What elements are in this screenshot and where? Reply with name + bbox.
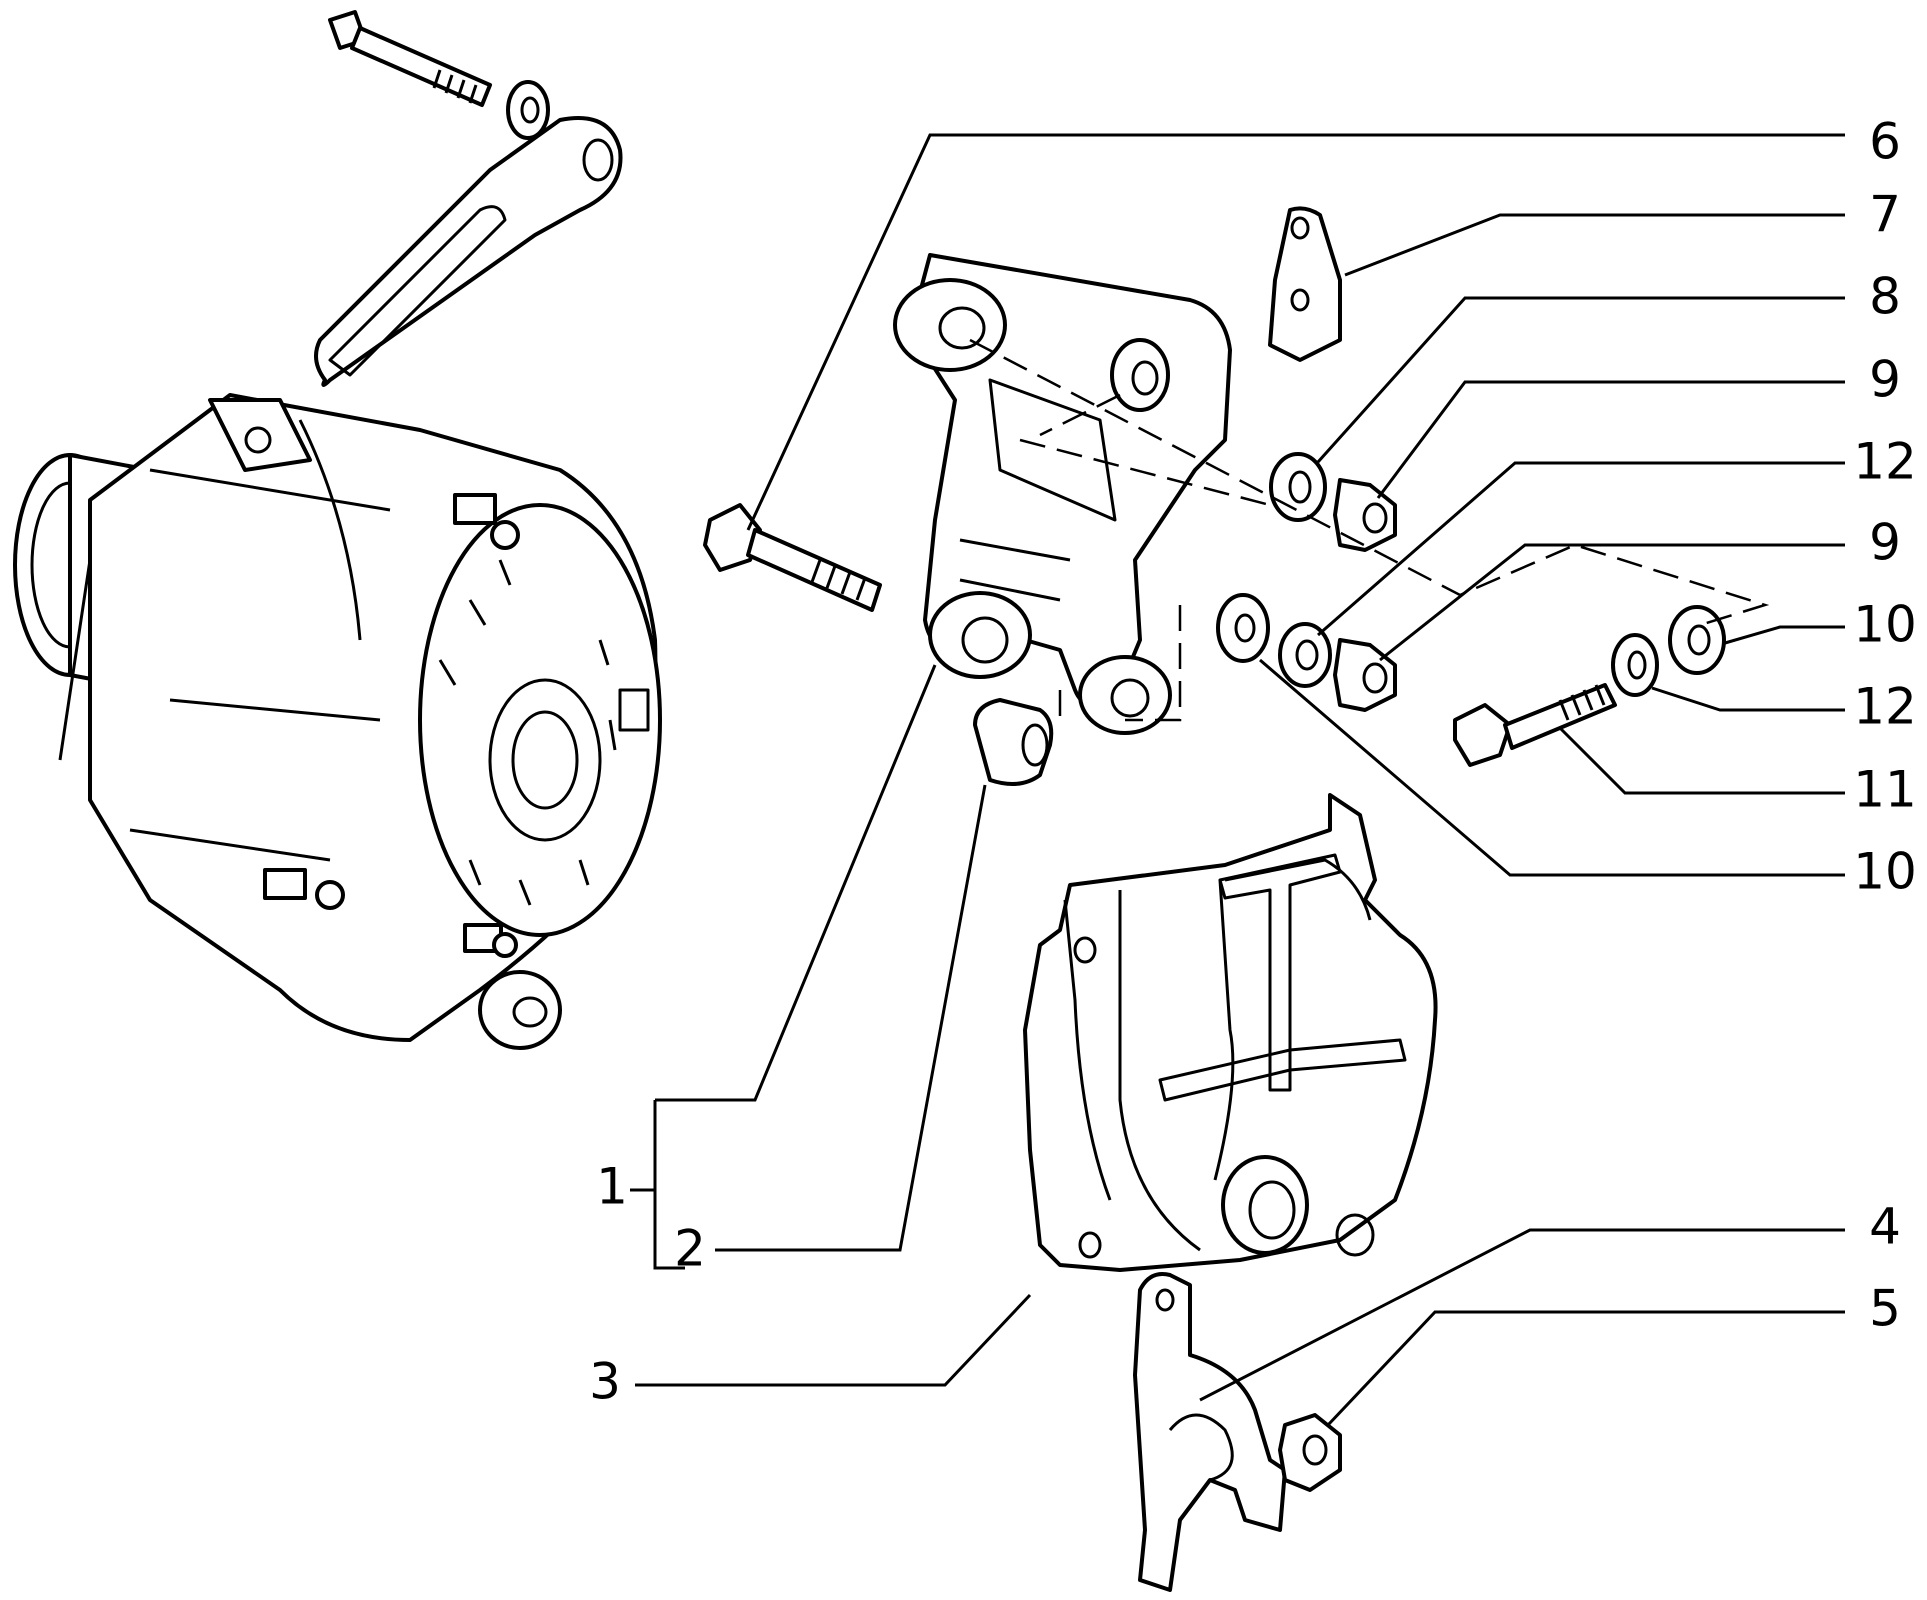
flat-washer-10-right: [1668, 605, 1726, 675]
terminal-stud-bottom: [263, 868, 345, 910]
callout-12-upper: 12: [1853, 433, 1917, 491]
callout-labels: 6 7 8 9 12 9 10 12 11 10 4 5 1 2 3: [589, 113, 1917, 1411]
callout-5: 5: [1869, 1280, 1901, 1338]
assembly-dashed-lines: [969, 338, 1770, 725]
leader-lines: [630, 133, 1845, 1427]
adjuster-washer-top: [506, 80, 550, 140]
callout-11: 11: [1853, 761, 1917, 819]
bolt-6: [703, 503, 882, 612]
callout-9-lower: 9: [1869, 514, 1901, 572]
terminal-stud-top: [453, 493, 520, 550]
callout-1: 1: [596, 1158, 628, 1216]
belt-cover: [1023, 793, 1438, 1272]
adjuster-bolt-top: [328, 10, 492, 107]
callout-8: 8: [1869, 268, 1901, 326]
callout-12-right: 12: [1853, 678, 1917, 736]
nut-5: [1278, 1413, 1342, 1492]
spring-washer-12-right: [1611, 633, 1659, 697]
callout-4: 4: [1869, 1198, 1901, 1256]
adjuster-strap: [314, 116, 623, 387]
callout-10-right: 10: [1853, 596, 1917, 654]
clamp-bracket-4: [1133, 1272, 1287, 1592]
callout-6: 6: [1869, 113, 1901, 171]
callout-3: 3: [589, 1353, 621, 1411]
bolt-11: [1453, 683, 1617, 767]
bush: [973, 698, 1054, 786]
nut-9-lower: [1333, 638, 1397, 712]
callout-2: 2: [674, 1220, 706, 1278]
callout-7: 7: [1869, 186, 1901, 244]
alternator: [13, 393, 662, 1050]
mounting-bracket: [893, 253, 1232, 735]
spring-washer-8: [1269, 452, 1327, 522]
nut-9-upper: [1333, 478, 1397, 552]
terminal-stud-lower: [463, 923, 518, 958]
callout-10-lower: 10: [1853, 843, 1917, 901]
alternator-mounting-ear: [478, 970, 562, 1050]
clip-7: [1268, 206, 1342, 362]
spring-washer-12-left: [1278, 622, 1332, 688]
callout-9-upper: 9: [1869, 351, 1901, 409]
flat-washer-10-left: [1216, 593, 1270, 663]
